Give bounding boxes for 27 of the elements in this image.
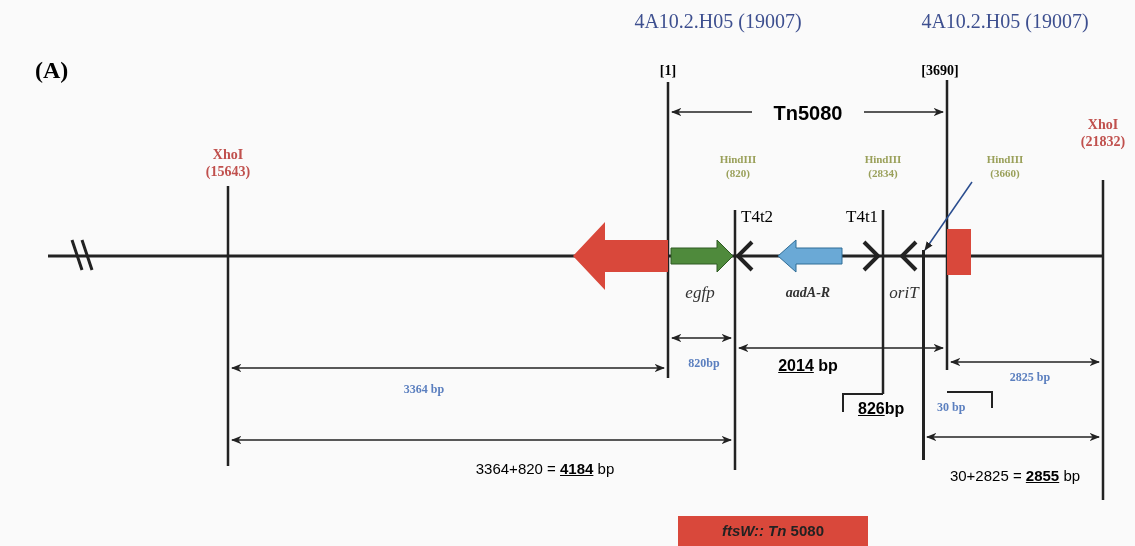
gene-label: egfp	[685, 282, 715, 304]
gene-label: oriT	[889, 282, 919, 304]
leader-line	[924, 181, 973, 251]
length-label: 820bp	[688, 355, 720, 372]
sum-label: 3364+820 = 4184 bp	[475, 459, 615, 479]
clone-label: 4A10.2.H05 (19007)	[921, 9, 1089, 34]
legend-box: ftsW:: Tn 5080	[678, 516, 868, 546]
terminator-label: T4t2	[741, 206, 774, 228]
terminator-label: T4t1	[846, 206, 879, 228]
sum-label: 30+2825 = 2855 bp	[949, 466, 1081, 486]
restriction-site-label: XhoI (15643)	[204, 146, 252, 180]
length-label: 3364 bp	[403, 381, 445, 398]
length-label: 30 bp	[937, 399, 966, 416]
restriction-site-label: HindIII (820)	[718, 152, 758, 180]
length-label: 2014 bp	[778, 356, 838, 376]
position-label: [1]	[659, 62, 677, 80]
restriction-site-label: HindIII (3660)	[972, 152, 1038, 182]
position-label: [3690]	[921, 62, 959, 80]
restriction-site-label: HindIII (2834)	[863, 152, 903, 180]
restriction-site-label: XhoI (21832)	[1079, 116, 1127, 150]
panel-label: (A)	[35, 56, 69, 85]
clone-label: 4A10.2.H05 (19007)	[634, 9, 802, 34]
transposon-label: Tn5080	[773, 101, 843, 126]
site-marker-line	[922, 250, 925, 460]
length-label: 2825 bp	[1009, 369, 1051, 386]
gene-label: aadA-R	[785, 284, 831, 302]
length-label: 826bp	[858, 399, 905, 419]
